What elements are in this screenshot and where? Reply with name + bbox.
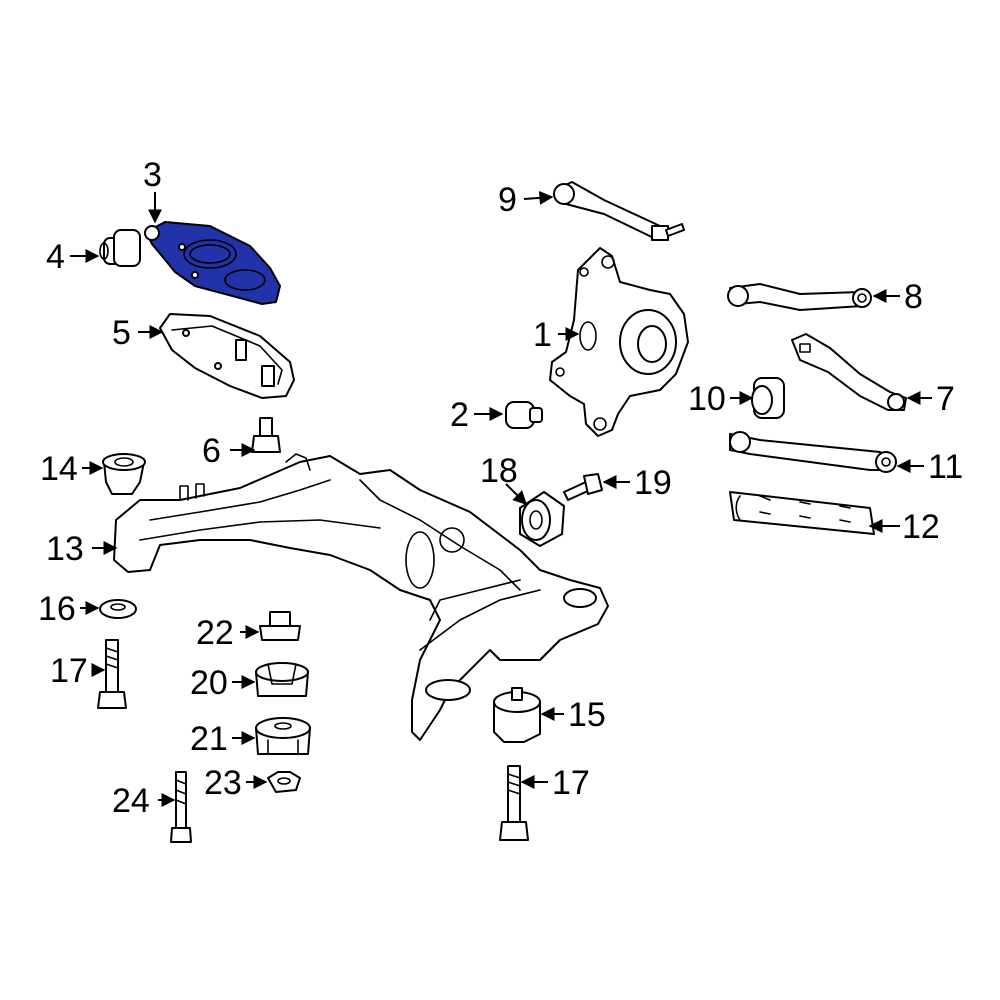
callout-3[interactable]: 3 <box>143 156 162 194</box>
callout-labels: 1 2 3 4 5 6 7 8 9 10 11 12 13 14 15 16 1… <box>38 156 963 820</box>
leader-18 <box>505 483 527 505</box>
washer-part-23[interactable] <box>267 771 301 793</box>
mount-part-15[interactable] <box>493 687 541 743</box>
arm-part-8[interactable] <box>727 283 872 311</box>
callout-24[interactable]: 24 <box>112 782 150 820</box>
callout-23[interactable]: 23 <box>204 764 242 802</box>
callout-18[interactable]: 18 <box>480 452 518 490</box>
subframe-part-13[interactable] <box>113 453 609 741</box>
stud-part-24[interactable] <box>170 771 192 843</box>
callout-1[interactable]: 1 <box>533 316 552 354</box>
callout-4[interactable]: 4 <box>46 238 65 276</box>
callout-11[interactable]: 11 <box>928 448 963 486</box>
callout-16[interactable]: 16 <box>38 590 76 628</box>
bolt-part-6[interactable] <box>251 417 281 453</box>
callout-7[interactable]: 7 <box>936 380 955 418</box>
bushing-part-2[interactable] <box>505 401 543 429</box>
callout-14[interactable]: 14 <box>40 450 78 488</box>
callout-12[interactable]: 12 <box>902 508 940 546</box>
bushing-part-4[interactable] <box>99 229 141 267</box>
mount-part-14[interactable] <box>102 453 146 495</box>
leader-lines <box>70 190 932 807</box>
callout-8[interactable]: 8 <box>904 278 923 316</box>
callout-9[interactable]: 9 <box>498 181 517 219</box>
control-arm-part-3[interactable] <box>144 221 281 305</box>
callout-22[interactable]: 22 <box>196 614 234 652</box>
callout-6[interactable]: 6 <box>202 432 221 470</box>
callout-17-left[interactable]: 17 <box>50 652 88 690</box>
bolt-part-17-right[interactable] <box>499 765 529 841</box>
callout-13[interactable]: 13 <box>46 530 84 568</box>
callout-19[interactable]: 19 <box>634 464 672 502</box>
callout-17-right[interactable]: 17 <box>552 764 590 802</box>
callout-20[interactable]: 20 <box>190 664 228 702</box>
bushing-part-18[interactable] <box>519 491 565 547</box>
bolt-part-19[interactable] <box>563 473 603 501</box>
callout-21[interactable]: 21 <box>190 720 228 758</box>
link-part-11[interactable] <box>729 431 897 473</box>
callout-2[interactable]: 2 <box>450 396 469 434</box>
callout-10[interactable]: 10 <box>688 380 726 418</box>
callout-5[interactable]: 5 <box>112 314 131 352</box>
insulator-part-20[interactable] <box>255 662 309 697</box>
knuckle-part-1[interactable] <box>549 247 689 437</box>
washer-part-16[interactable] <box>99 599 137 619</box>
leader-9 <box>523 190 554 205</box>
insulator-part-21[interactable] <box>255 717 311 755</box>
nut-part-22[interactable] <box>259 611 301 641</box>
link-part-9[interactable] <box>553 181 685 241</box>
shield-part-5[interactable] <box>159 313 295 399</box>
arm-part-7[interactable] <box>791 333 907 411</box>
bushing-part-10[interactable] <box>751 377 785 419</box>
callout-15[interactable]: 15 <box>568 696 606 734</box>
shield-part-12[interactable] <box>729 491 875 535</box>
bolt-part-17-left[interactable] <box>97 639 127 709</box>
